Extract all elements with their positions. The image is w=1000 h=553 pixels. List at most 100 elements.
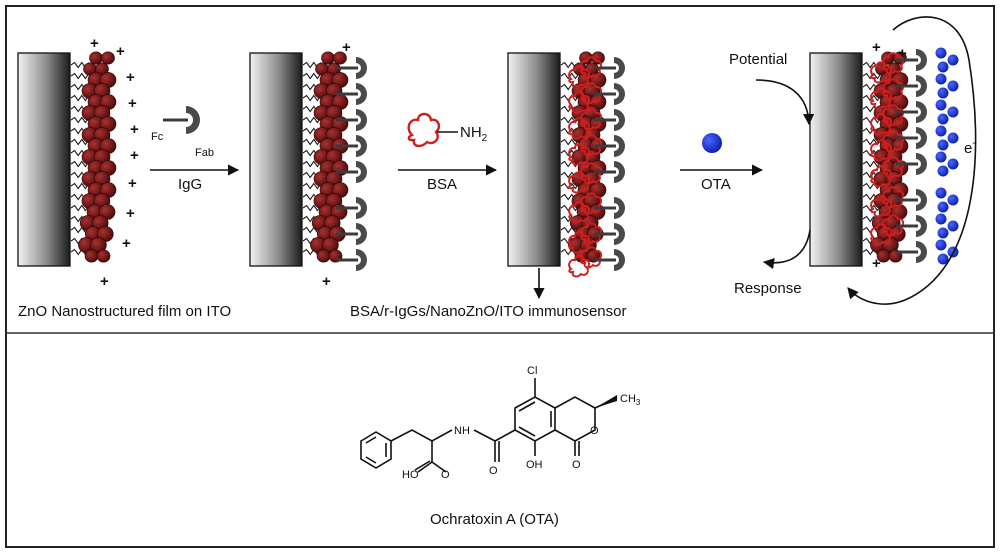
svg-text:O: O	[590, 425, 599, 437]
surface-charge: +	[122, 235, 131, 252]
bsa-protein	[870, 87, 893, 110]
svg-text:O: O	[441, 469, 450, 481]
caption-immunosensor: BSA/r-IgGs/NanoZnO/ITO immunosensor	[350, 303, 626, 320]
caption-zno-film: ZnO Nanostructured film on ITO	[18, 303, 231, 320]
antibody-fab	[356, 135, 367, 157]
bsa-protein	[870, 223, 893, 246]
linker-chain	[70, 160, 90, 168]
bsa-protein	[568, 65, 591, 88]
bsa-protein	[870, 61, 893, 84]
surface-charge: +	[90, 35, 99, 52]
zno-particle	[96, 249, 111, 263]
bsa-protein	[882, 52, 905, 75]
surface-charge: +	[130, 147, 139, 164]
electrode-ota-bound: +++	[809, 39, 959, 272]
linker-chain	[302, 182, 322, 190]
antibody-fab	[916, 189, 927, 211]
electrode-igg-modified: ++	[249, 39, 367, 290]
surface-charge: +	[126, 69, 135, 86]
ota-molecule	[935, 239, 947, 251]
linker-chain	[302, 94, 322, 102]
antibody-fab	[614, 109, 625, 131]
linker-chain	[70, 94, 90, 102]
linker-chain	[70, 138, 90, 146]
surface-charge: +	[100, 273, 109, 290]
ota-molecule	[937, 61, 949, 73]
antibody-fab	[916, 75, 927, 97]
molecule-name: Ochratoxin A (OTA)	[430, 511, 559, 528]
antibody-fab	[614, 223, 625, 245]
linker-chain	[560, 138, 580, 146]
ota-molecule	[937, 87, 949, 99]
ota-molecule	[937, 201, 949, 213]
zno-particle	[333, 51, 347, 65]
bsa-protein	[568, 143, 591, 166]
surface-charge: +	[898, 45, 907, 62]
ota-molecule	[947, 54, 959, 66]
ito-electrode	[17, 52, 71, 267]
bsa-protein-icon	[407, 112, 441, 148]
potential-arrow	[755, 79, 815, 126]
linker-chain	[302, 116, 322, 124]
antibody-fab	[356, 197, 367, 219]
bsa-protein	[870, 139, 893, 162]
ito-electrode	[249, 52, 303, 267]
antibody-fab	[614, 161, 625, 183]
ota-molecule	[937, 253, 949, 265]
antibody-fab	[356, 83, 367, 105]
linker-chain	[302, 204, 322, 212]
bsa-nh2-label: NH2	[460, 124, 488, 144]
zno-particle	[84, 249, 99, 263]
bsa-protein	[568, 231, 591, 254]
bsa-protein	[882, 130, 905, 153]
ota-molecule	[935, 213, 947, 225]
igg-antibody-icon	[186, 106, 200, 134]
surface-charge: +	[322, 273, 331, 290]
antibody-fab	[614, 197, 625, 219]
ota-molecule	[947, 106, 959, 118]
ota-molecule	[937, 113, 949, 125]
surface-charge: +	[128, 175, 137, 192]
surface-charge: +	[130, 121, 139, 138]
igg-legend: Fc Fab	[151, 106, 214, 159]
svg-text:O: O	[489, 465, 498, 477]
bsa-protein	[870, 113, 893, 136]
bsa-protein	[568, 117, 591, 140]
surface-charge: +	[128, 95, 137, 112]
bsa-protein	[882, 78, 905, 101]
antibody-fab	[916, 49, 927, 71]
figure-frame	[5, 5, 995, 548]
igg-fab-label: Fab	[195, 147, 214, 159]
antibody-fab	[916, 127, 927, 149]
step-label-igg: IgG	[178, 176, 202, 193]
svg-text:O: O	[572, 459, 581, 471]
bsa-protein	[568, 201, 591, 224]
antibody-fab	[614, 135, 625, 157]
zno-particle	[101, 51, 115, 65]
bsa-protein	[568, 255, 591, 278]
linker-chain	[70, 204, 90, 212]
ota-molecule	[947, 158, 959, 170]
electron-loop-arrow	[847, 16, 977, 305]
antibody-fab	[614, 83, 625, 105]
ota-molecule	[937, 165, 949, 177]
antibody-fab	[916, 153, 927, 175]
ota-molecule	[935, 99, 947, 111]
ota-molecule	[935, 151, 947, 163]
ota-molecule	[935, 187, 947, 199]
linker-chain	[70, 72, 90, 80]
step-label-ota: OTA	[701, 176, 731, 193]
response-arrow	[762, 229, 811, 270]
ota-molecule	[947, 132, 959, 144]
potential-label: Potential	[729, 51, 787, 68]
ito-electrode	[507, 52, 561, 267]
linker-chain	[302, 160, 322, 168]
ota-molecule	[935, 47, 947, 59]
svg-text:CH3: CH3	[620, 393, 641, 407]
bsa-protein	[568, 171, 591, 194]
igg-fc-label: Fc	[151, 131, 164, 143]
antibody-fab	[356, 161, 367, 183]
bsa-protein	[882, 104, 905, 127]
antibody-fab	[356, 57, 367, 79]
ota-molecule	[935, 125, 947, 137]
